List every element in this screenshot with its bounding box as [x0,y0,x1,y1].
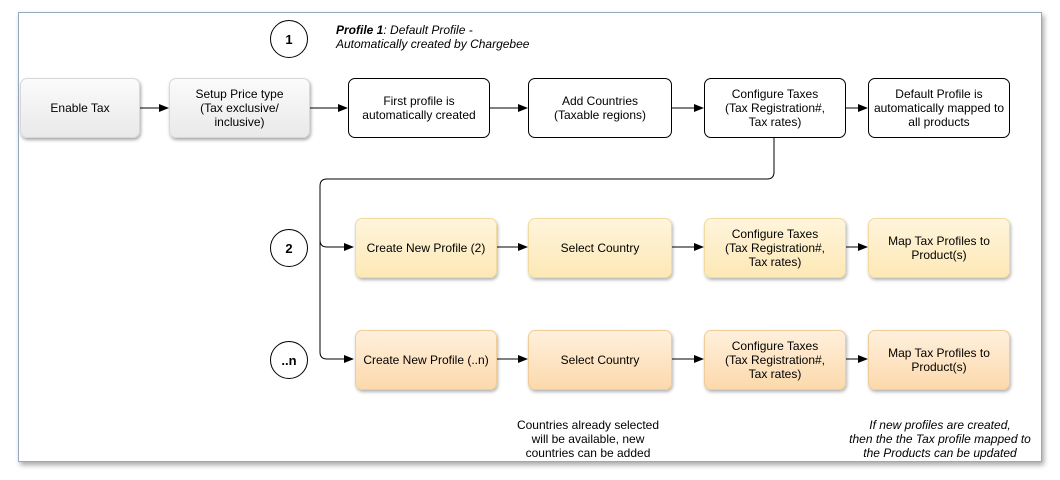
create-new-profile-2-box: Create New Profile (2) [355,218,497,278]
step-circle-n: ..n [270,341,308,379]
select-country-box-n: Select Country [528,330,672,390]
branch-to-row2 [319,239,354,251]
profile-1-note: Profile 1: Default Profile - Automatical… [336,23,530,51]
create-new-profile-n-box: Create New Profile (..n) [355,330,497,390]
first-profile-box: First profile is automatically created [348,78,490,138]
profiles-update-note: If new profiles are created, then the th… [849,418,1031,460]
map-tax-profiles-box-n: Map Tax Profiles to Product(s) [868,330,1010,390]
step-circle-2: 2 [270,229,308,267]
branch-connector [319,138,775,360]
setup-price-type-box: Setup Price type (Tax exclusive/ inclusi… [169,78,310,138]
configure-taxes-box: Configure Taxes (Tax Registration#, Tax … [704,78,846,138]
countries-note: Countries already selected will be avail… [516,418,660,460]
enable-tax-box: Enable Tax [20,78,140,138]
map-tax-profiles-box-2: Map Tax Profiles to Product(s) [868,218,1010,278]
add-countries-box: Add Countries (Taxable regions) [528,78,672,138]
select-country-box-2: Select Country [528,218,672,278]
step-circle-1: 1 [270,20,308,58]
configure-taxes-box-n: Configure Taxes (Tax Registration#, Tax … [704,330,846,390]
default-profile-box: Default Profile is automatically mapped … [868,78,1010,138]
configure-taxes-box-2: Configure Taxes (Tax Registration#, Tax … [704,218,846,278]
